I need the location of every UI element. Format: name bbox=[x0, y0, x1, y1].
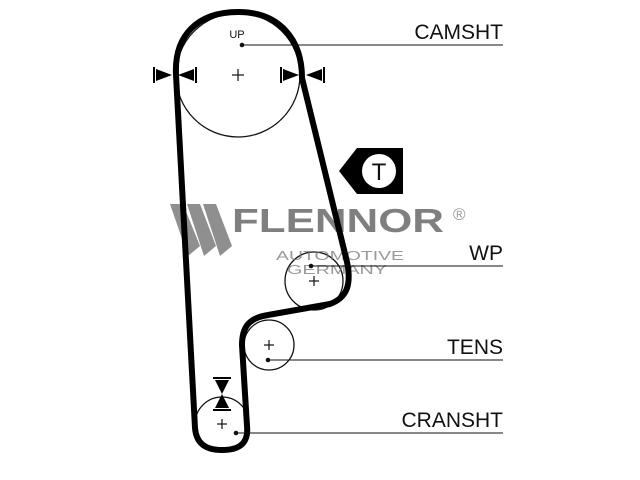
tensioner-label: TENS bbox=[447, 336, 503, 359]
camshaft-label: CAMSHT bbox=[414, 21, 503, 44]
crankshaft-leader bbox=[233, 430, 503, 436]
camshaft-left-timing-mark-icon bbox=[153, 67, 197, 83]
crankshaft-timing-mark-icon bbox=[213, 377, 231, 411]
tensioner-symbol-icon: T bbox=[339, 148, 403, 194]
watermark-registered: ® bbox=[453, 205, 466, 224]
watermark-line1: AUTOMOTIVE bbox=[276, 248, 404, 263]
tensioner-leader bbox=[265, 357, 503, 363]
water-pump-pulley bbox=[284, 251, 344, 311]
water-pump-label: WP bbox=[469, 242, 503, 265]
flennor-logo-icon bbox=[170, 204, 232, 256]
water-pump-leader bbox=[308, 263, 503, 269]
camshaft-leader bbox=[239, 42, 503, 48]
tensioner-symbol-letter: T bbox=[372, 159, 387, 186]
camshaft-right-timing-mark-icon bbox=[280, 67, 325, 83]
crankshaft-label: CRANSHT bbox=[401, 409, 503, 432]
tensioner-pulley bbox=[243, 319, 295, 371]
timing-belt bbox=[172, 9, 352, 453]
watermark-line2: GERMANY bbox=[287, 262, 387, 277]
up-mark-label: UP bbox=[229, 29, 244, 41]
